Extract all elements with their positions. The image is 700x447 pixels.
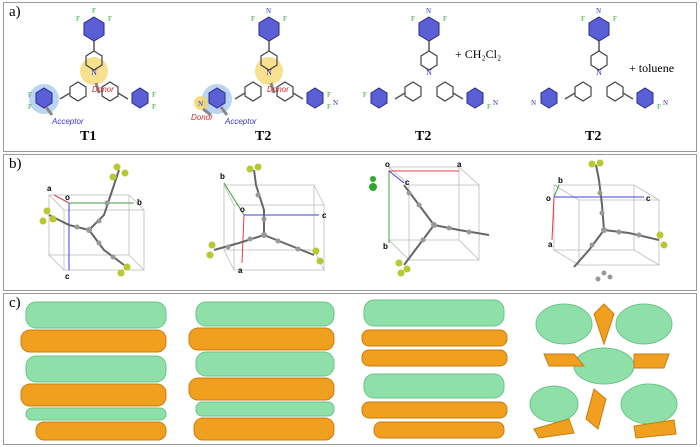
f-atom: F [657, 103, 661, 111]
axis-c: c [405, 178, 410, 187]
t2-ch2cl2-structure-svg: N F F F F N N [363, 7, 498, 111]
unit-cell-svg: a o b c [39, 163, 145, 281]
f-atom: F [28, 103, 32, 111]
f-atom: F [411, 15, 415, 23]
axis-o: o [385, 160, 390, 169]
molecule-name: T1 [80, 129, 97, 144]
axis-b: b [383, 242, 388, 251]
axis-c: c [322, 211, 327, 220]
n-atom: N [596, 68, 602, 77]
donor-tag: Donor [267, 85, 289, 94]
axis-a: a [47, 184, 52, 193]
axis-b: b [558, 176, 563, 185]
packing-svg [20, 301, 167, 441]
f-atom: F [108, 15, 112, 23]
f-atom: F [283, 15, 287, 23]
n-atom: N [531, 99, 536, 107]
packing-view-3 [354, 294, 514, 444]
f-atom: F [92, 7, 96, 15]
packing-view-2 [184, 294, 344, 444]
molecule-t2-toluene: N F F F N N N + toluene T2 [529, 3, 694, 151]
axis-b: b [137, 198, 142, 207]
axis-a: a [457, 160, 462, 169]
n-atom: N [663, 99, 668, 107]
axis-o: o [546, 194, 551, 203]
crystal-cell-3: o a c b [359, 155, 519, 290]
n-atom: N [198, 100, 203, 108]
panel-b-label: b) [9, 156, 22, 172]
axis-o: o [240, 205, 245, 214]
axis-b: b [220, 172, 225, 181]
donor-left-tag: Donor [191, 113, 213, 122]
packing-svg [529, 303, 678, 439]
n-atom: N [426, 68, 432, 77]
packing-svg [188, 301, 335, 441]
panel-c: c) [3, 293, 697, 445]
molecule-name: T2 [415, 129, 432, 144]
f-atom: F [28, 91, 32, 99]
f-atom: F [581, 15, 585, 23]
packing-view-4 [524, 294, 689, 444]
acceptor-tag: Acceptor [225, 117, 257, 126]
axis-c: c [65, 272, 70, 281]
n-atom: N [266, 68, 272, 77]
molecule-t2-ch2cl2: N F F F F N N + CH₂Cl₂ T2 [359, 3, 529, 151]
unit-cell-svg: o a c b [369, 160, 490, 277]
f-atom: F [76, 15, 80, 23]
f-atom: F [327, 91, 331, 99]
solvent-label: + toluene [629, 61, 675, 75]
solvent-label: + CH₂Cl₂ [455, 47, 502, 61]
n-atom: N [493, 99, 498, 107]
f-atom: F [152, 91, 156, 99]
unit-cell-svg: b o c a [206, 163, 327, 275]
n-atom: N [333, 99, 338, 107]
axis-a: a [238, 266, 243, 275]
crystal-cell-2: b o c a [194, 155, 344, 290]
f-atom: F [613, 15, 617, 23]
f-atom: F [251, 15, 255, 23]
n-atom: N [91, 68, 97, 77]
packing-svg [361, 299, 508, 439]
crystal-cell-1: a o b c [29, 155, 179, 290]
t1-structure-svg: N F F F F F F F [28, 7, 156, 116]
f-atom: F [443, 15, 447, 23]
f-atom: F [487, 103, 491, 111]
panel-b: b) [3, 154, 697, 291]
crystal-cell-4: b o c a [534, 155, 694, 290]
unit-cell-svg: b o c a [546, 159, 668, 282]
donor-tag: Donor [92, 85, 114, 94]
molecule-name: T2 [585, 129, 602, 144]
molecule-t1: N F F F F F F F [14, 3, 174, 151]
panel-c-label: c) [9, 295, 21, 311]
n-atom: N [426, 7, 431, 15]
f-atom: F [363, 91, 367, 99]
molecule-name: T2 [255, 129, 272, 144]
t2-structure-svg: N F F F F N N N [194, 7, 338, 117]
panel-a: a) N F [3, 2, 697, 152]
n-atom: N [266, 7, 271, 15]
n-atom: N [596, 7, 601, 15]
panel-a-label: a) [9, 4, 21, 20]
packing-view-1 [16, 294, 176, 444]
f-atom: F [327, 103, 331, 111]
axis-c: c [646, 194, 651, 203]
f-atom: F [152, 103, 156, 111]
acceptor-tag: Acceptor [52, 117, 84, 126]
t2-toluene-structure-svg: N F F F N N N [531, 7, 668, 111]
axis-o: o [65, 193, 70, 202]
axis-a: a [548, 240, 553, 249]
molecule-t2-pristine: N F F F F N N N [189, 3, 349, 151]
